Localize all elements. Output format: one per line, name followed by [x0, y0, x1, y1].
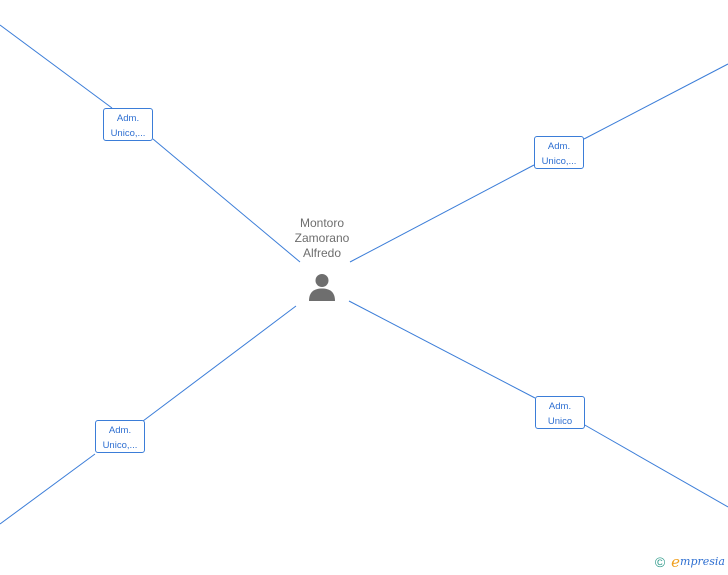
edge-top-left-outer [0, 24, 113, 109]
center-person-name[interactable]: Montoro Zamorano Alfredo [272, 216, 372, 261]
relation-role-line-2: Unico [547, 416, 573, 427]
edge-bottom-left-inner [142, 305, 297, 422]
relation-box-top-right[interactable]: Adm. Unico,... [534, 136, 584, 169]
center-name-line-1: Montoro [299, 216, 345, 230]
relation-role-line-2: Unico,... [110, 128, 146, 139]
person-icon[interactable] [307, 272, 337, 302]
edge-top-right-outer [583, 63, 728, 140]
relation-box-bottom-left[interactable]: Adm. Unico,... [95, 420, 145, 453]
edge-bottom-right-inner [348, 300, 536, 399]
center-name-line-2: Zamorano [294, 231, 350, 245]
empresia-watermark: © e mpresia [655, 554, 725, 570]
relation-role-line-1: Adm. [548, 401, 572, 412]
relation-role-line-1: Adm. [547, 141, 571, 152]
relation-role-line-2: Unico,... [541, 156, 577, 167]
center-person-node[interactable]: Montoro Zamorano Alfredo [272, 216, 372, 302]
relation-box-bottom-right[interactable]: Adm. Unico [535, 396, 585, 429]
relation-box-top-left[interactable]: Adm. Unico,... [103, 108, 153, 141]
relation-role-line-1: Adm. [116, 113, 140, 124]
relation-role-line-2: Unico,... [102, 440, 138, 451]
relation-role-line-1: Adm. [108, 425, 132, 436]
center-name-line-3: Alfredo [302, 246, 342, 260]
copyright-icon: © [654, 554, 666, 570]
brand-logo-text: mpresia [680, 555, 725, 568]
edge-top-left-inner [152, 138, 301, 263]
brand-logo-initial: e [671, 553, 681, 571]
edge-bottom-right-outer [575, 419, 728, 508]
edge-bottom-left-outer [0, 453, 96, 525]
edge-top-right-inner [349, 164, 535, 263]
